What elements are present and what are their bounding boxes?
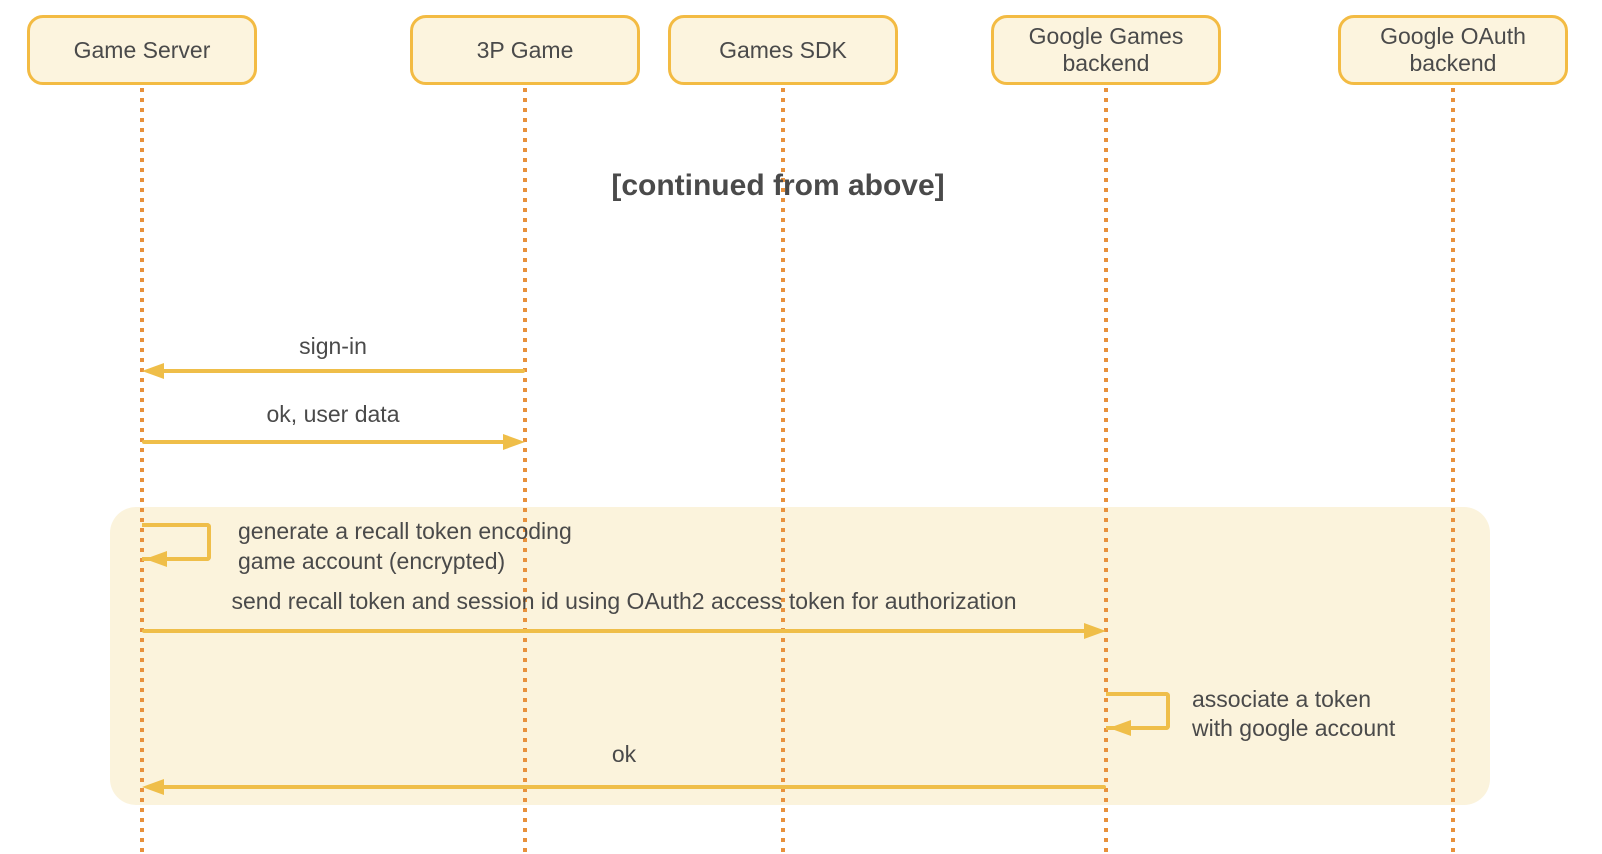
actor-label: Game Server xyxy=(73,36,211,63)
message-arrow-ok-user-data xyxy=(142,440,505,444)
actor-label: 3P Game xyxy=(476,36,574,63)
actor-box-3p-game: 3P Game xyxy=(410,15,640,85)
lifeline-3p-game xyxy=(523,88,527,854)
message-label-send-recall-token: send recall token and session id using O… xyxy=(231,588,1017,614)
message-label-line: with google account xyxy=(1192,715,1396,741)
arrowhead-right-icon xyxy=(503,434,525,450)
actor-box-google-oauth-backend: Google OAuth backend xyxy=(1338,15,1568,85)
message-label-ok: ok xyxy=(611,741,637,767)
actor-box-games-sdk: Games SDK xyxy=(668,15,898,85)
message-label-ok-user-data: ok, user data xyxy=(266,401,400,427)
actor-box-game-server: Game Server xyxy=(27,15,257,85)
message-label-associate-token: associate a token with google account xyxy=(1192,685,1395,743)
message-label-generate-recall-token: generate a recall token encoding game ac… xyxy=(238,516,572,576)
self-message-arrow-generate-recall-token xyxy=(142,523,211,561)
actor-label: Google Games backend xyxy=(1028,23,1184,76)
arrowhead-left-icon xyxy=(142,363,164,379)
message-label-line: associate a token xyxy=(1192,686,1372,712)
arrowhead-left-icon xyxy=(142,779,164,795)
message-label-sign-in: sign-in xyxy=(299,333,367,359)
arrowhead-right-icon xyxy=(1084,623,1106,639)
actor-label: Games SDK xyxy=(719,36,847,63)
message-arrow-sign-in xyxy=(160,369,525,373)
self-message-arrow-associate-token xyxy=(1106,692,1170,730)
message-label-line: game account (encrypted) xyxy=(238,548,506,574)
arrowhead-left-icon xyxy=(145,551,167,567)
arrowhead-left-icon xyxy=(1109,720,1131,736)
highlight-region xyxy=(110,507,1490,805)
lifeline-game-server xyxy=(140,88,144,854)
actor-label: Google OAuth backend xyxy=(1380,23,1526,76)
continuation-note: [continued from above] xyxy=(611,169,945,202)
message-label-line: generate a recall token encoding xyxy=(238,518,572,544)
lifeline-google-oauth-backend xyxy=(1451,88,1455,854)
lifeline-google-games-backend xyxy=(1104,88,1108,854)
actor-box-google-games-backend: Google Games backend xyxy=(991,15,1221,85)
message-arrow-send-recall-token xyxy=(142,629,1086,633)
message-arrow-ok xyxy=(160,785,1106,789)
lifeline-games-sdk xyxy=(781,88,785,854)
